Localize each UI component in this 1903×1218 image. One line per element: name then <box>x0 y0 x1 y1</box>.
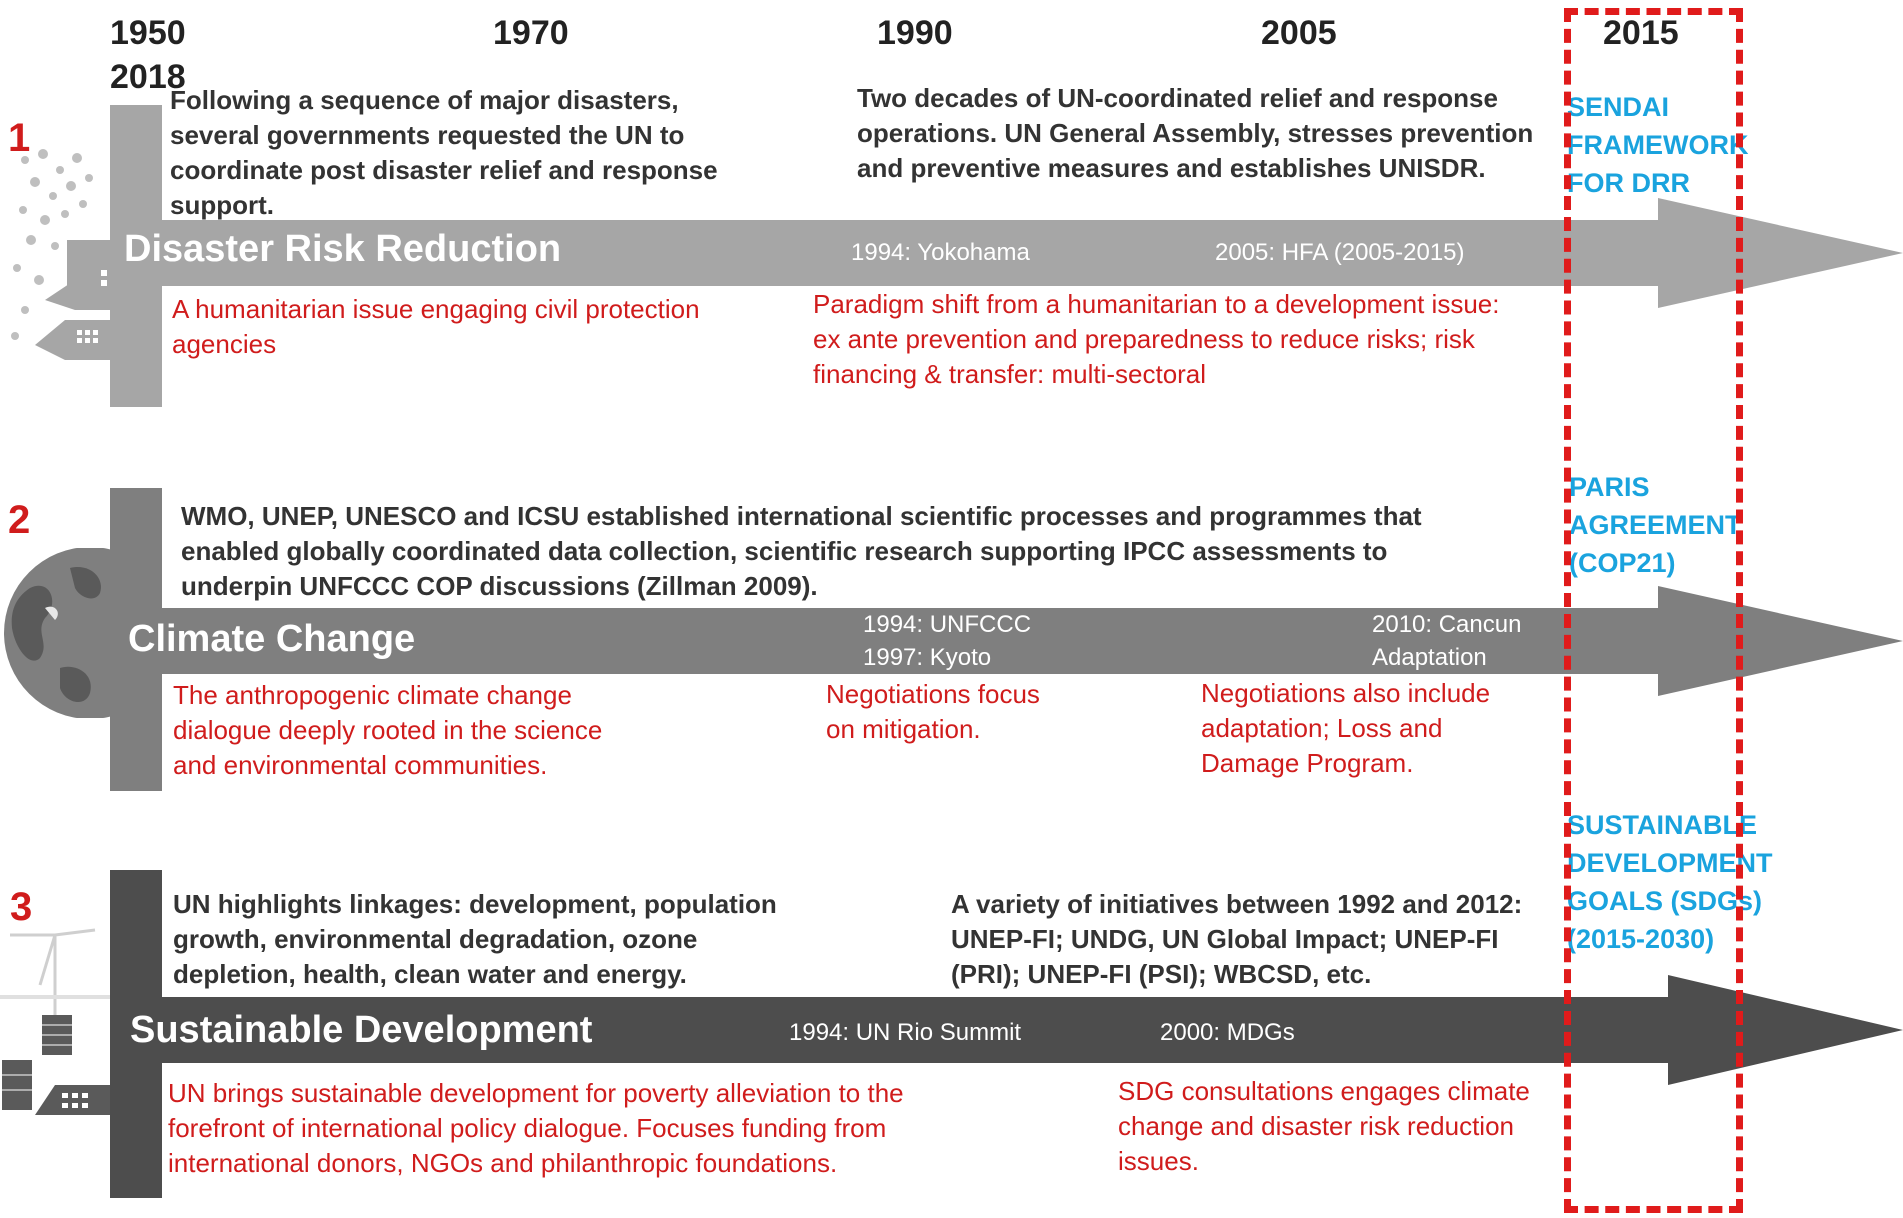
sd-top-left-text: UN highlights linkages: development, pop… <box>173 889 777 989</box>
drr-milestone-1994: 1994: Yokohama <box>851 239 1030 266</box>
sd-top-right-text: A variety of initiatives between 1992 an… <box>951 889 1523 989</box>
drr-goal-sendai: SENDAI FRAMEWORK FOR DRR <box>1567 88 1748 202</box>
drr-top-right-text: Two decades of UN-coordinated relief and… <box>857 83 1534 183</box>
cc-arrow <box>110 586 1903 696</box>
goal-line: FRAMEWORK <box>1567 130 1749 160</box>
sd-bottom-left-text: UN brings sustainable development for po… <box>168 1078 904 1178</box>
cc-milestone-1997: 1997: Kyoto <box>863 644 992 671</box>
year-1990: 1990 <box>877 14 953 52</box>
sd-arrow <box>110 975 1903 1085</box>
year-1950: 1950 <box>110 14 186 52</box>
drr-bottom-left-text: A humanitarian issue engaging civil prot… <box>172 294 700 359</box>
cc-milestone-2010: 2010: Cancun <box>1372 611 1522 638</box>
goal-line: SUSTAINABLE <box>1567 810 1758 840</box>
year-1970: 1970 <box>493 14 569 52</box>
cc-milestone-1994: 1994: UNFCCC <box>863 611 1032 638</box>
goal-line: GOALS (SDGs) <box>1567 886 1763 916</box>
sd-milestone-2000: 2000: MDGs <box>1160 1019 1295 1046</box>
wind-turbine-icon <box>0 928 110 1115</box>
track-number-1: 1 <box>8 116 31 160</box>
year-2018: 2018 <box>110 58 186 96</box>
cc-bottom-right-text: Negotiations also include adaptation; Lo… <box>1201 678 1491 778</box>
sd-bottom-right-text: SDG consultations engages climate change… <box>1118 1076 1530 1176</box>
sd-milestone-1994: 1994: UN Rio Summit <box>789 1019 1022 1046</box>
year-2015-highlight-frame <box>1564 8 1743 1213</box>
city-icon <box>11 149 115 360</box>
drr-top-left-text: Following a sequence of major disasters,… <box>170 85 718 220</box>
goal-line: AGREEMENT <box>1569 510 1742 540</box>
goal-line: PARIS <box>1569 472 1650 502</box>
drr-arrow <box>110 198 1903 308</box>
cc-bottom-mid-text: Negotiations focus on mitigation. <box>826 679 1040 744</box>
year-2015: 2015 <box>1603 14 1679 52</box>
cc-bottom-left-text: The anthropogenic climate change dialogu… <box>173 680 603 780</box>
cc-track-title: Climate Change <box>128 618 416 660</box>
track-number-3: 3 <box>10 885 33 929</box>
goal-line: (COP21) <box>1569 548 1676 578</box>
cc-top-text: WMO, UNEP, UNESCO and ICSU established i… <box>181 501 1422 601</box>
cc-goal-paris: PARIS AGREEMENT (COP21) <box>1569 468 1742 582</box>
goal-line: FOR DRR <box>1567 168 1690 198</box>
track-number-2: 2 <box>8 498 31 542</box>
goal-line: (2015-2030) <box>1567 924 1715 954</box>
goal-line: SENDAI <box>1567 92 1670 122</box>
year-2005: 2005 <box>1261 14 1337 52</box>
drr-milestone-2005: 2005: HFA (2005-2015) <box>1215 239 1465 266</box>
globe-icon <box>4 548 110 718</box>
drr-bottom-right-text: Paradigm shift from a humanitarian to a … <box>813 289 1500 389</box>
sd-track-title: Sustainable Development <box>130 1009 593 1051</box>
drr-track-title: Disaster Risk Reduction <box>124 228 562 270</box>
cc-milestone-adaptation: Adaptation <box>1372 644 1487 671</box>
